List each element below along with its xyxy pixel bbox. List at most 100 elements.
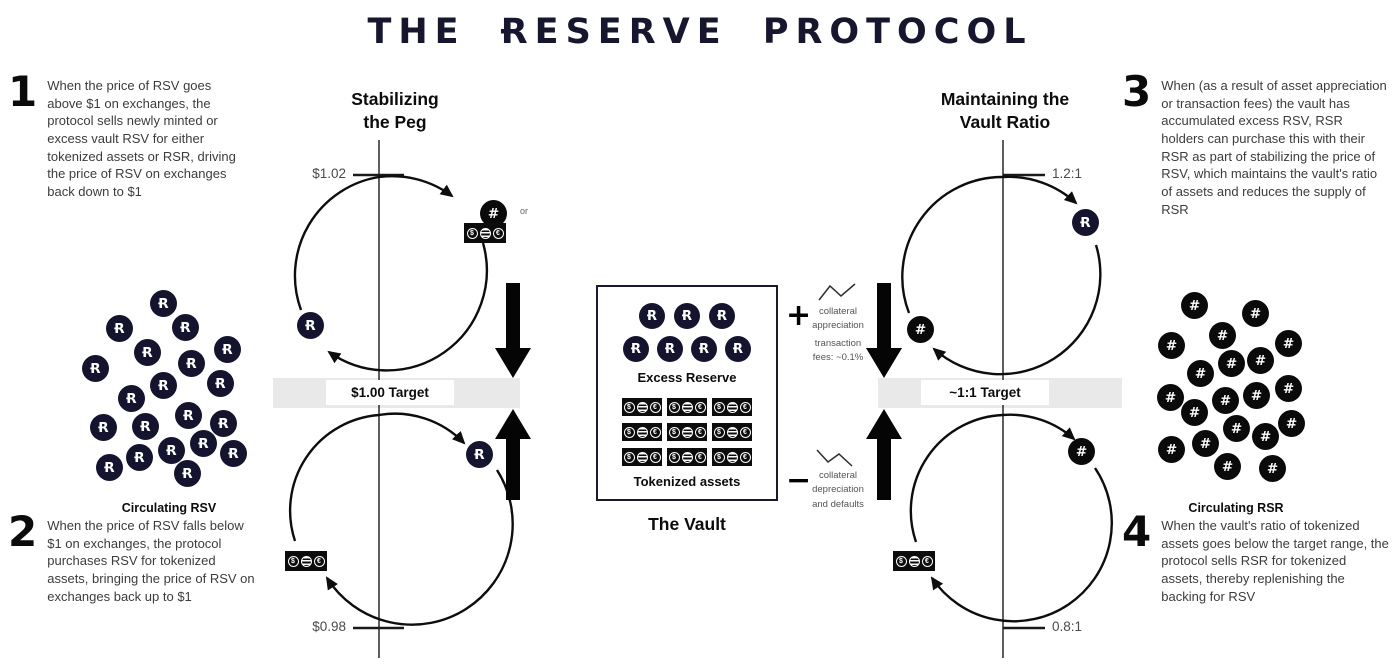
coin-icon <box>300 555 312 567</box>
tokenized-assets-grid: $€$€$€$€$€$€$€$€$€ <box>622 398 752 466</box>
stabilizing-peg-title-line1: Stabilizing <box>351 89 439 109</box>
coin-icon <box>908 555 920 567</box>
euro-icon: € <box>739 401 751 413</box>
rsv-coin: Ɍ <box>172 314 199 341</box>
tokenized-asset-chip: $€ <box>622 398 662 416</box>
stabilizing-peg-title: Stabilizing the Peg <box>310 88 480 134</box>
rsv-coin: Ɍ <box>709 303 735 329</box>
rsr-coin: # <box>1252 423 1279 450</box>
rsv-coin: Ɍ <box>150 372 177 399</box>
rsv-coin: Ɍ <box>96 454 123 481</box>
vault-ratio-title-line2: Vault Ratio <box>959 112 1051 133</box>
dollar-icon: $ <box>623 401 635 413</box>
rsv-coin: Ɍ <box>623 336 649 362</box>
tokenized-assets-row: $€$€$€ <box>622 398 752 416</box>
rsr-coin: # <box>1223 415 1250 442</box>
rsr-coin: # <box>1212 387 1239 414</box>
rsr-coin: # <box>1192 430 1219 457</box>
dollar-icon: $ <box>713 451 725 463</box>
collateral-appreciation-note: collateral appreciation <box>804 305 872 334</box>
rsv-coin: Ɍ <box>190 430 217 457</box>
dollar-icon: $ <box>895 555 907 567</box>
euro-icon: € <box>921 555 933 567</box>
rsv-coin: Ɍ <box>175 402 202 429</box>
step-1-text: When the price of RSV goes above $1 on e… <box>47 78 236 200</box>
tokenized-asset-chip: $€ <box>622 448 662 466</box>
tokenized-asset-chip: $€ <box>667 423 707 441</box>
euro-icon: € <box>739 451 751 463</box>
tokenized-assets-label: Tokenized assets <box>633 474 741 489</box>
euro-icon: € <box>694 426 706 438</box>
tokenized-asset-chip: $€ <box>712 423 752 441</box>
dollar-icon: $ <box>466 227 478 239</box>
cycle-arc <box>909 413 1004 543</box>
coin-icon <box>726 401 738 413</box>
anno-line: appreciation <box>812 320 864 332</box>
dollar-icon: $ <box>668 451 680 463</box>
collateral-depreciation-note: collateral depreciation and defaults <box>800 469 876 512</box>
dollar-icon: $ <box>713 401 725 413</box>
euro-icon: € <box>649 401 661 413</box>
up-arrow <box>495 409 531 500</box>
rsv-coin: Ɍ <box>207 370 234 397</box>
dollar-icon: $ <box>713 426 725 438</box>
anno-line: and defaults <box>812 498 864 510</box>
rsv-coin: Ɍ <box>725 336 751 362</box>
rsv-coin: Ɍ <box>174 460 201 487</box>
down-arrow <box>495 283 531 378</box>
rsr-coin: # <box>1242 300 1269 327</box>
tokenized-asset-chip: $€ <box>712 448 752 466</box>
cycle-arc-arrow <box>932 244 1102 376</box>
rsv-coin: Ɍ <box>150 290 177 317</box>
step-4: 4 When the vault's ratio of tokenized as… <box>1122 510 1390 605</box>
vault-ratio-title-line1: Maintaining the <box>940 89 1070 109</box>
rsr-coin: # <box>1158 436 1185 463</box>
rsv-coin: Ɍ <box>657 336 683 362</box>
tokenized-asset-chip: $€ <box>285 551 327 571</box>
euro-icon: € <box>649 426 661 438</box>
rsr-coin: # <box>1275 375 1302 402</box>
rsv-coin: Ɍ <box>214 336 241 363</box>
tokenized-asset-chip: $€ <box>893 551 935 571</box>
step-2-number: 2 <box>8 507 38 556</box>
euro-icon: € <box>694 401 706 413</box>
transaction-fees-note: transaction fees: ~0.1% <box>804 337 872 366</box>
cycle-arc-arrow <box>378 412 466 445</box>
rsr-coin: # <box>1158 332 1185 359</box>
ratio-tick-label: 1.2:1 <box>1052 166 1083 181</box>
coin-icon <box>726 426 738 438</box>
ratio-tick-label: 0.8:1 <box>1052 619 1083 634</box>
step-1: 1 When the price of RSV goes above $1 on… <box>8 71 246 201</box>
coin-icon <box>636 426 648 438</box>
rsr-coin: # <box>1243 382 1270 409</box>
rsr-coin: # <box>1209 322 1236 349</box>
anno-line: transaction <box>814 338 862 349</box>
stabilizing-peg-title-line2: the Peg <box>363 112 427 133</box>
rsv-coin: Ɍ <box>134 339 161 366</box>
rsv-coin: Ɍ <box>132 413 159 440</box>
rsv-coin: Ɍ <box>466 441 493 468</box>
anno-line: fees: ~0.1% <box>812 352 864 364</box>
dollar-icon: $ <box>287 555 299 567</box>
price-tick-label: $0.98 <box>312 619 346 634</box>
coin-icon <box>681 426 693 438</box>
price-tick-label: $1.02 <box>312 166 346 181</box>
step-3: 3 When (as a result of asset appreciatio… <box>1122 70 1388 218</box>
tokenized-assets-row: $€$€$€ <box>622 448 752 466</box>
dollar-icon: $ <box>668 426 680 438</box>
excess-reserve-label: Excess Reserve <box>637 370 737 385</box>
rsr-coin: # <box>480 200 507 227</box>
rsv-coin: Ɍ <box>674 303 700 329</box>
rsv-coin: Ɍ <box>639 303 665 329</box>
tokenized-asset-chip: $€ <box>667 448 707 466</box>
rsr-coin: # <box>1259 455 1286 482</box>
or-label: or <box>520 206 529 216</box>
euro-icon: € <box>492 227 504 239</box>
rsv-coin: Ɍ <box>126 444 153 471</box>
rsr-coin: # <box>1181 292 1208 319</box>
trend-down-icon <box>816 449 853 467</box>
rsv-coin: Ɍ <box>106 315 133 342</box>
